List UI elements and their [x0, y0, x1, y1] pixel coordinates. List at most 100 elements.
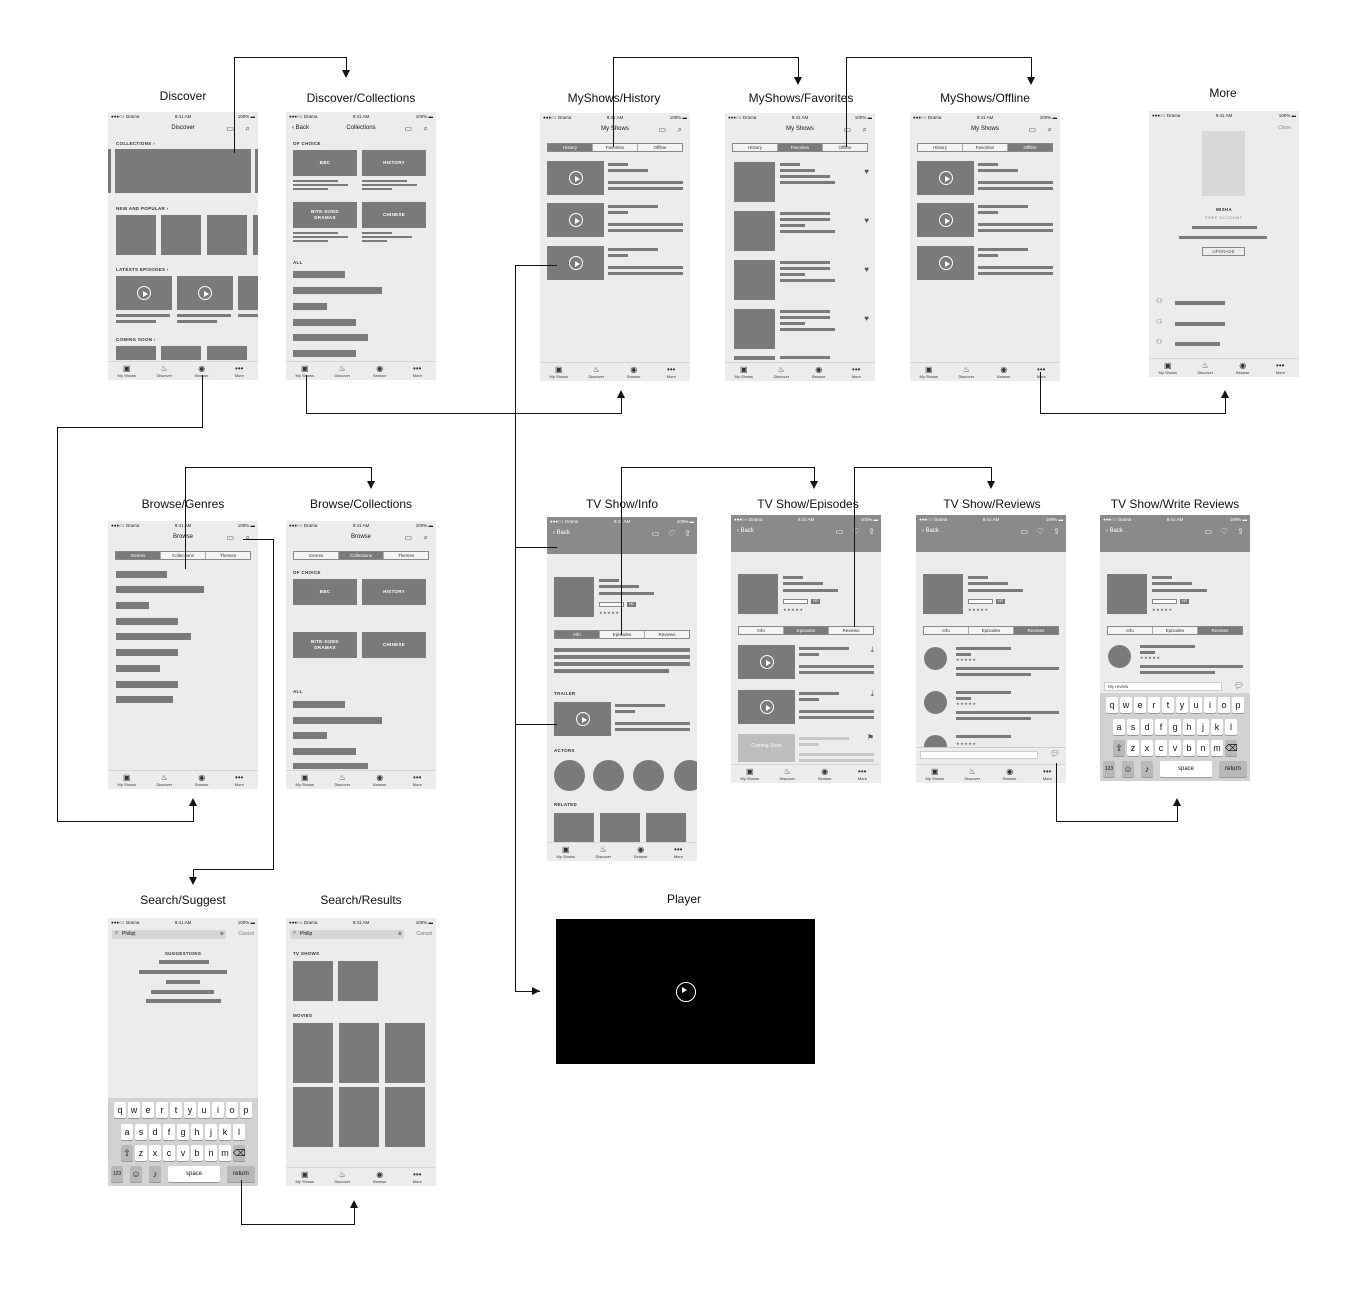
key-j[interactable]: j	[205, 1124, 217, 1140]
tab-more[interactable]: •••More	[1275, 361, 1285, 375]
result-movie[interactable]	[385, 1087, 425, 1147]
tile-chinese[interactable]: CHINESE	[362, 202, 426, 228]
result-show[interactable]	[293, 961, 333, 1001]
key-q[interactable]: q	[114, 1102, 126, 1118]
key-h[interactable]: h	[1183, 719, 1195, 735]
tab-discover[interactable]: ♨Discover	[588, 365, 605, 379]
trailer-thumb[interactable]	[554, 702, 611, 736]
tab-my-shows[interactable]: ▣My Shows	[556, 845, 575, 859]
tab-more[interactable]: •••More	[234, 773, 244, 787]
key-w[interactable]: w	[128, 1102, 140, 1118]
tab-browse[interactable]: ◉Browse	[812, 365, 826, 379]
clear-icon[interactable]: ⊗	[219, 931, 224, 937]
key-m[interactable]: m	[219, 1145, 231, 1161]
key-p[interactable]: p	[1232, 697, 1244, 713]
review-input[interactable]: My review	[1104, 682, 1222, 691]
emoji-key[interactable]: ☺	[1122, 761, 1134, 777]
key-x[interactable]: x	[1141, 740, 1153, 756]
tab-browse[interactable]: ◉Browse	[195, 364, 208, 378]
key-a[interactable]: a	[121, 1124, 133, 1140]
suggestion-item[interactable]	[159, 960, 209, 964]
key-z[interactable]: z	[135, 1145, 147, 1161]
tab-my-shows[interactable]: ▣My Shows	[1158, 361, 1177, 375]
key-p[interactable]: p	[240, 1102, 252, 1118]
cast-icon[interactable]: ▭	[835, 527, 843, 536]
episode-item[interactable]	[738, 645, 795, 679]
back-button[interactable]: ‹ Back	[292, 125, 310, 131]
history-item[interactable]	[547, 246, 604, 280]
heart-icon[interactable]: ♥	[864, 314, 869, 323]
key-k[interactable]: k	[1211, 719, 1223, 735]
cast-icon[interactable]: ▭	[226, 124, 234, 133]
result-movie[interactable]	[293, 1023, 333, 1083]
section-collections[interactable]: COLLECTIONS ›	[116, 141, 155, 146]
tab-my-shows[interactable]: ▣My Shows	[295, 773, 314, 787]
space-key[interactable]: space	[168, 1166, 220, 1182]
tile-chinese[interactable]: CHINESE	[362, 632, 426, 658]
section-latest[interactable]: LATESTS EPISODES ›	[116, 267, 169, 272]
key-e[interactable]: e	[142, 1102, 154, 1118]
back-button[interactable]: ‹ Back	[1106, 528, 1124, 534]
tile-bite-sized[interactable]: BITE-SIZED DRAMAS	[293, 632, 357, 658]
tab-more[interactable]: •••More	[857, 767, 867, 781]
suggestion-item[interactable]	[166, 980, 200, 984]
tab-more[interactable]: •••More	[673, 845, 683, 859]
cast-icon[interactable]: ▭	[226, 533, 234, 542]
key-h[interactable]: h	[191, 1124, 203, 1140]
key-e[interactable]: e	[1134, 697, 1146, 713]
tab-browse[interactable]: ◉Browse	[373, 364, 387, 378]
suggestion-item[interactable]	[151, 990, 214, 994]
key-l[interactable]: l	[233, 1124, 245, 1140]
cancel-button[interactable]: Cancel	[416, 931, 432, 937]
search-icon[interactable]: ⌕	[423, 533, 428, 542]
offline-item[interactable]	[917, 246, 974, 280]
heart-icon[interactable]: ♥	[864, 216, 869, 225]
key-v[interactable]: v	[177, 1145, 189, 1161]
history-item[interactable]	[547, 203, 604, 237]
tab-browse[interactable]: ◉Browse	[195, 773, 209, 787]
key-d[interactable]: d	[1141, 719, 1153, 735]
key-j[interactable]: j	[1197, 719, 1209, 735]
tab-browse[interactable]: ◉Browse	[627, 365, 641, 379]
key-r[interactable]: r	[156, 1102, 168, 1118]
tile-history[interactable]: HISTORY	[362, 579, 426, 605]
download-icon[interactable]: ⤓	[870, 689, 874, 698]
menu-item[interactable]	[1175, 342, 1220, 346]
tab-discover[interactable]: ♨Discover	[334, 773, 351, 787]
tab-discover[interactable]: ♨Discover	[334, 364, 351, 378]
section-new-popular[interactable]: NEW AND POPULAR ›	[116, 206, 169, 211]
tab-my-shows[interactable]: ▣My Shows	[919, 365, 938, 379]
key-l[interactable]: l	[1225, 719, 1237, 735]
tab-my-shows[interactable]: ▣My Shows	[295, 364, 314, 378]
key-v[interactable]: v	[1169, 740, 1181, 756]
key-k[interactable]: k	[219, 1124, 231, 1140]
tab-my-shows[interactable]: ▣My Shows	[734, 365, 753, 379]
tab-more[interactable]: •••More	[851, 365, 861, 379]
heart-icon[interactable]: ♡	[667, 529, 675, 538]
collection-banner[interactable]	[115, 149, 251, 193]
back-button[interactable]: ‹ Back	[737, 528, 755, 534]
history-item[interactable]	[547, 161, 604, 195]
cast-icon[interactable]: ▭	[404, 124, 412, 133]
tab-my-shows[interactable]: ▣My Shows	[925, 767, 944, 781]
key-y[interactable]: y	[184, 1102, 196, 1118]
flag-icon[interactable]: ⚑	[866, 733, 874, 742]
tab-browse[interactable]: ◉Browse	[1003, 767, 1017, 781]
suggestion-item[interactable]	[146, 999, 221, 1003]
menu-item[interactable]	[1175, 301, 1225, 305]
search-icon[interactable]: ⌕	[245, 124, 250, 133]
key-f[interactable]: f	[1155, 719, 1167, 735]
comment-icon[interactable]: 💬︎	[1233, 681, 1244, 690]
section-coming[interactable]: COMING SOON ›	[116, 337, 156, 342]
key-b[interactable]: b	[191, 1145, 203, 1161]
key-u[interactable]: u	[198, 1102, 210, 1118]
key-s[interactable]: s	[135, 1124, 147, 1140]
back-button[interactable]: ‹ Back	[553, 530, 571, 536]
key-n[interactable]: n	[205, 1145, 217, 1161]
tab-discover[interactable]: ♨Discover	[958, 365, 975, 379]
